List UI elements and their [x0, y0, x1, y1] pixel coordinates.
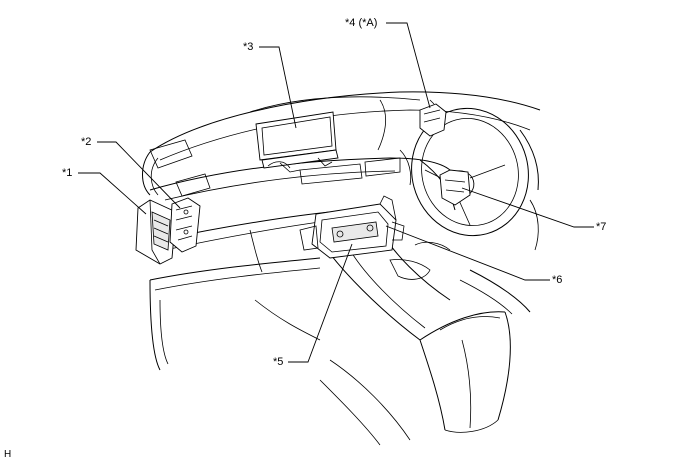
column-bracket-part [419, 99, 447, 137]
callout-label-7: *7 [596, 221, 607, 233]
leader-lines [78, 22, 594, 363]
ecu-box-part [135, 199, 177, 265]
corner-mark: H [4, 449, 12, 460]
callout-label-1: *1 [62, 167, 73, 179]
callout-label-5: *5 [273, 356, 284, 368]
steering-wheel [411, 107, 529, 237]
callout-label-6: *6 [552, 274, 563, 286]
callout-label-4: *4 (*A) [345, 17, 378, 29]
bracket-module-part [169, 197, 201, 253]
center-unit-part [299, 195, 405, 259]
center-display-part [255, 111, 339, 173]
callout-label-2: *2 [81, 136, 92, 148]
dashboard-outline [142, 91, 541, 446]
callout-label-3: *3 [243, 41, 254, 53]
